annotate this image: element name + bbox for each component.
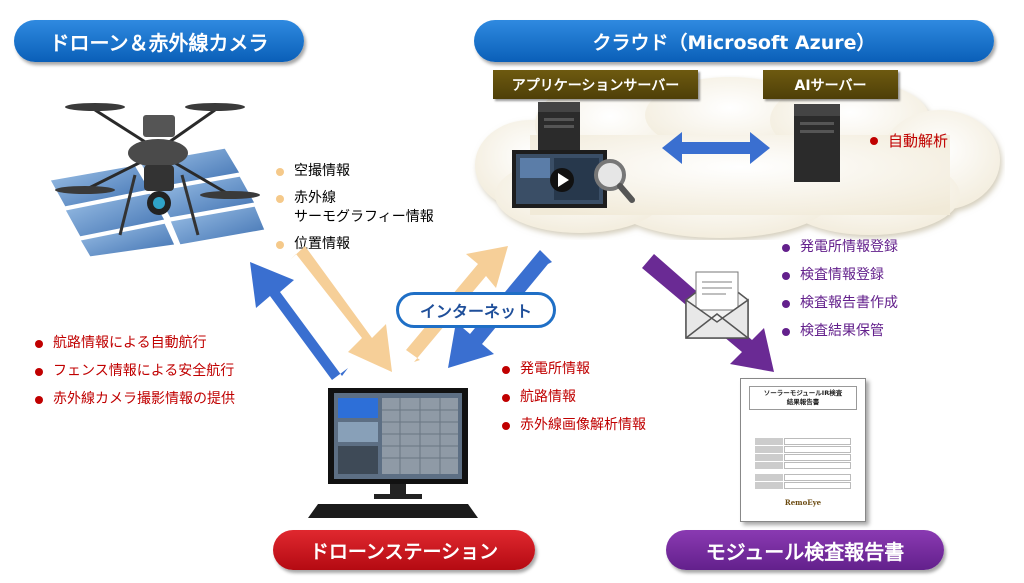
drone-to-station-arrow (290, 246, 392, 372)
station-to-cloud-list: 発電所情報 航路情報 赤外線画像解析情報 (502, 360, 702, 444)
internet-badge: インターネット (396, 292, 556, 328)
cloud-function-item: 発電所情報登録 (782, 238, 982, 257)
app-server-tag: アプリケーションサーバー (493, 70, 698, 99)
ai-function: 自動解析 (870, 130, 948, 151)
bullet-icon (276, 241, 284, 249)
station-to-cloud-text: 発電所情報 (520, 361, 590, 377)
cloud-function-item: 検査報告書作成 (782, 294, 982, 313)
drone-data-item: 赤外線 サーモグラフィー情報 (276, 189, 476, 227)
bullet-icon (782, 244, 790, 252)
bullet-icon (502, 422, 510, 430)
drone-data-item: 空撮情報 (276, 162, 476, 181)
drone-icon (84, 108, 231, 197)
report-document: ソーラーモジュールIR検査 結果報告書 RemoEye (740, 378, 866, 522)
cloud-header-label: クラウド（Microsoft Azure） (592, 31, 876, 54)
station-to-drone-item: 航路情報による自動航行 (35, 334, 295, 353)
station-to-drone-text: 航路情報による自動航行 (53, 335, 207, 351)
report-table (755, 438, 851, 489)
cloud-function-item: 検査結果保管 (782, 322, 982, 341)
station-to-drone-arrow (250, 262, 348, 380)
drone-data-list: 空撮情報 赤外線 サーモグラフィー情報 位置情報 (276, 162, 476, 262)
drone-camera-header: ドローン＆赤外線カメラ (14, 20, 304, 62)
station-to-drone-text: フェンス情報による安全航行 (53, 363, 235, 379)
ai-server-tag: AIサーバー (763, 70, 898, 99)
drone-station-label: ドローンステーション (273, 530, 535, 570)
bullet-icon (782, 328, 790, 336)
app-monitor-icon (512, 150, 607, 208)
server-sync-arrow (662, 132, 770, 164)
drone-camera-header-label: ドローン＆赤外線カメラ (49, 30, 269, 55)
drone-data-text: 空撮情報 (294, 163, 350, 179)
station-to-drone-item: フェンス情報による安全航行 (35, 362, 295, 381)
envelope-icon (685, 271, 749, 339)
bullet-icon (782, 300, 790, 308)
station-to-drone-text: 赤外線カメラ撮影情報の提供 (53, 391, 235, 407)
drone-image (49, 103, 266, 258)
bullet-icon (35, 396, 43, 404)
module-report-label-text: モジュール検査報告書 (705, 539, 905, 564)
ai-server-image (794, 104, 840, 182)
app-server-image (512, 102, 635, 208)
bullet-icon (276, 168, 284, 176)
station-to-drone-item: 赤外線カメラ撮影情報の提供 (35, 390, 295, 409)
drone-data-text: 位置情報 (294, 236, 350, 252)
station-to-cloud-item: 赤外線画像解析情報 (502, 416, 702, 435)
bullet-icon (276, 195, 284, 203)
cloud-header: クラウド（Microsoft Azure） (474, 20, 994, 62)
station-to-cloud-item: 発電所情報 (502, 360, 702, 379)
ai-server-label: AIサーバー (794, 77, 867, 94)
bullet-icon (502, 366, 510, 374)
report-title-box: ソーラーモジュールIR検査 結果報告書 (749, 386, 857, 410)
app-server-label: アプリケーションサーバー (511, 77, 680, 94)
bullet-icon (870, 136, 878, 145)
module-report-label: モジュール検査報告書 (666, 530, 944, 570)
report-title-line2: 結果報告書 (786, 398, 820, 406)
keyboard-icon (308, 504, 478, 518)
bullet-icon (782, 272, 790, 280)
drone-data-text: 赤外線 サーモグラフィー情報 (294, 190, 434, 225)
station-to-cloud-text: 赤外線画像解析情報 (520, 417, 646, 433)
bullet-icon (35, 368, 43, 376)
cloud-function-text: 検査結果保管 (800, 323, 884, 339)
station-to-cloud-item: 航路情報 (502, 388, 702, 407)
drone-station-label-text: ドローンステーション (309, 540, 499, 563)
monitor-icon (328, 388, 468, 499)
bullet-icon (35, 340, 43, 348)
cloud-function-item: 検査情報登録 (782, 266, 982, 285)
cloud-function-text: 発電所情報登録 (800, 239, 898, 255)
cloud-function-text: 検査情報登録 (800, 267, 884, 283)
drone-station-computer (308, 388, 478, 518)
cloud-functions-list: 発電所情報登録 検査情報登録 検査報告書作成 検査結果保管 (782, 238, 982, 350)
drone-data-item: 位置情報 (276, 235, 476, 254)
internet-label: インターネット (419, 302, 532, 321)
station-to-drone-list: 航路情報による自動航行 フェンス情報による安全航行 赤外線カメラ撮影情報の提供 (35, 334, 295, 418)
magnifier-icon (594, 159, 635, 203)
cloud-function-text: 検査報告書作成 (800, 295, 898, 311)
ai-function-text: 自動解析 (888, 132, 949, 150)
station-to-cloud-text: 航路情報 (520, 389, 576, 405)
bullet-icon (502, 394, 510, 402)
report-title-line1: ソーラーモジュールIR検査 (763, 389, 843, 397)
report-logo: RemoEye (784, 498, 822, 507)
